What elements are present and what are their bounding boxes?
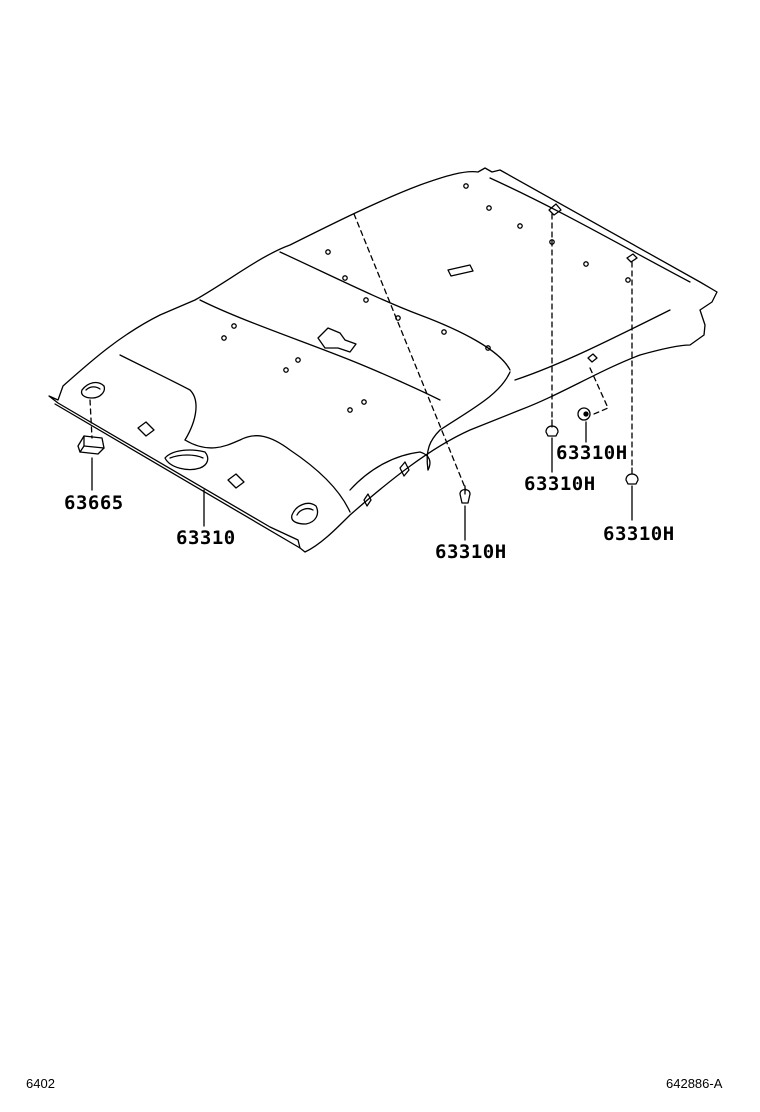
callout-63310h-right: 63310H (603, 523, 675, 545)
clip-center (459, 485, 471, 504)
section-code: 6402 (26, 1076, 55, 1091)
callout-63310h-mid: 63310H (524, 473, 596, 495)
callout-63310h-small: 63310H (556, 442, 628, 464)
installation-guide-lines (89, 213, 633, 491)
clip-small (577, 407, 591, 421)
callout-63310h-center: 63310H (435, 541, 507, 563)
pad-part (77, 435, 105, 455)
clip-mid (545, 419, 559, 437)
leader-lines (91, 421, 633, 541)
figure-code: 642886-A (666, 1076, 723, 1091)
callout-63310: 63310 (176, 527, 236, 549)
clip-right (625, 467, 639, 485)
callout-63665: 63665 (64, 492, 124, 514)
headliner-panel (48, 167, 718, 553)
